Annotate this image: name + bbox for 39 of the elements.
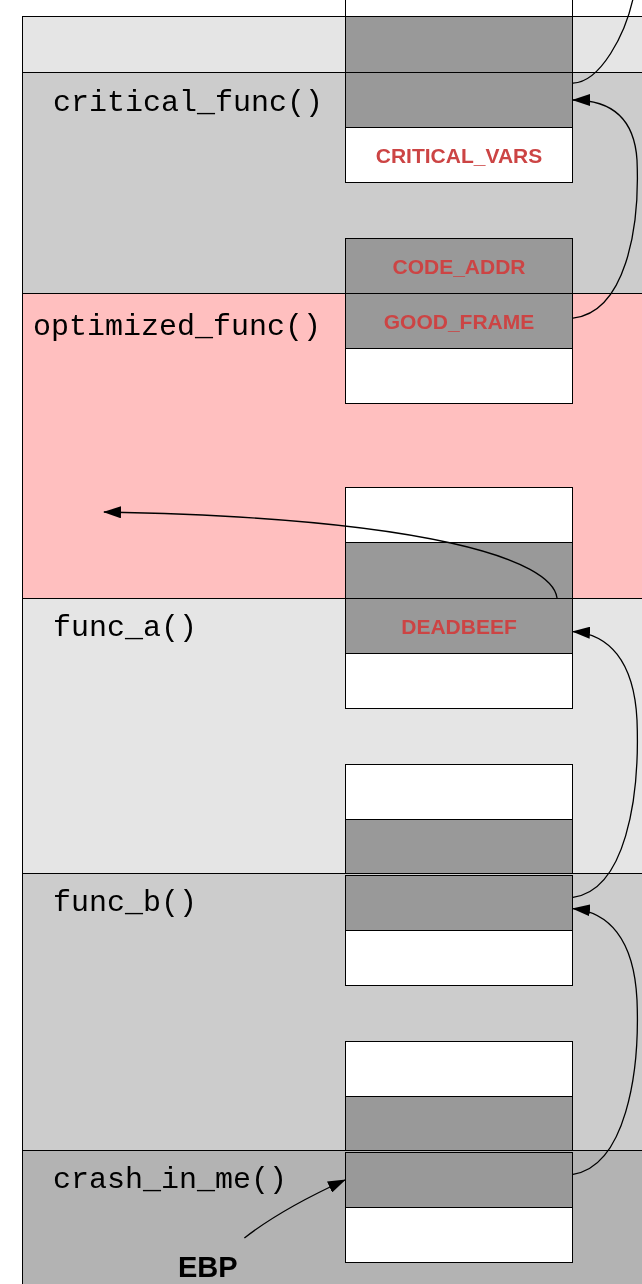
function-name: critical_func() [53,88,324,118]
stack-slot [345,1096,573,1153]
stack-slot [345,930,573,986]
stack-slot [345,1207,573,1263]
function-name: func_b() [53,888,198,918]
stack-slot [345,764,573,820]
stack-slot [345,598,573,654]
stack-slot [345,72,573,128]
stack-slot [345,653,573,709]
stack-frame-band [22,16,642,73]
pointer-arrow [572,627,638,899]
stack-frame-band [22,598,642,874]
pointer-arrow [103,506,558,599]
function-name: optimized_func() [33,312,322,342]
slot-value: CODE_ADDR [392,255,526,277]
pointer-arrow [572,94,638,319]
slot-value: DEADBEEF [401,615,517,637]
function-name: crash_in_me() [53,1165,288,1195]
stack-slot [345,1152,573,1208]
stack-frame-band [22,293,642,599]
stack-slot [345,127,573,183]
stack-slot [345,16,573,73]
stack-slot [345,293,573,349]
stack-frame-band [22,873,642,1151]
function-name: func_a() [53,613,198,643]
stack-slot [345,487,573,543]
register-name: EBP [178,1253,238,1282]
pointer-arrow [243,1179,346,1239]
pointer-arrow [572,905,638,1176]
slot-value: GOOD_FRAME [383,310,535,332]
stack-slot [345,542,573,599]
slot-value: CRITICAL_VARS [375,144,543,166]
stack-slot [345,348,573,404]
stack-frame-band [22,72,642,294]
stack-slot [345,875,573,931]
stack-slot [345,819,573,874]
stack-frame-band [22,1150,642,1284]
stack-slot [345,1041,573,1097]
stack-slot [345,238,573,294]
